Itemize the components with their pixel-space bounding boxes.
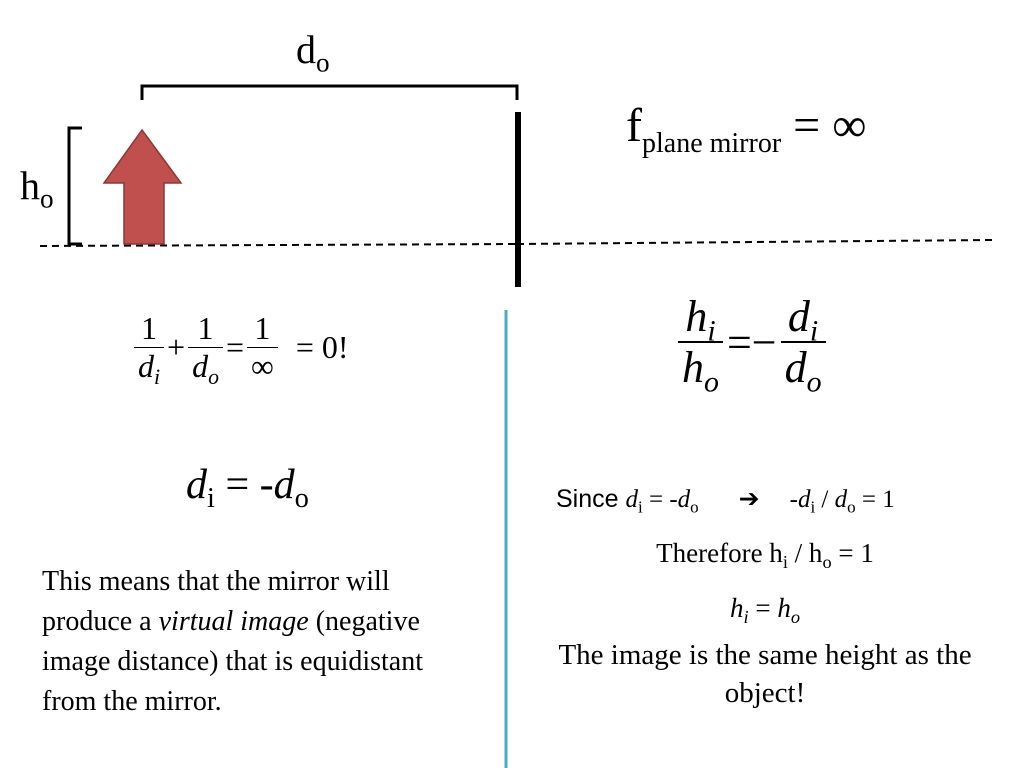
slash: / bbox=[815, 486, 835, 513]
sub-i: i bbox=[637, 497, 643, 517]
d-symbol: d bbox=[273, 462, 295, 508]
equals-minus: =− bbox=[726, 318, 777, 368]
equals-one: = 1 bbox=[855, 486, 895, 513]
fraction-denominator: ho bbox=[678, 341, 723, 397]
h-symbol: h bbox=[685, 292, 708, 341]
focal-equals-infinity: = ∞ bbox=[781, 99, 867, 152]
sub-o: o bbox=[790, 606, 801, 627]
h-symbol: h bbox=[777, 593, 791, 623]
fraction-denominator: do bbox=[780, 341, 826, 397]
fraction-numerator: 1 bbox=[197, 310, 214, 346]
ho-main: h bbox=[20, 163, 40, 208]
d-symbol: d bbox=[192, 347, 209, 384]
sub-i: i bbox=[743, 606, 749, 627]
mirror-equation: 1 di + 1 do = 1 ∞ = 0! bbox=[134, 310, 352, 387]
do-sub: o bbox=[316, 47, 330, 78]
sub-i: i bbox=[707, 314, 716, 348]
fraction-1-over-do: 1 do bbox=[188, 310, 223, 387]
virtual-image-term: virtual image bbox=[158, 606, 309, 637]
equals-zero: = 0! bbox=[295, 329, 349, 366]
fraction-denominator: di bbox=[134, 346, 165, 387]
plus-sign: + bbox=[167, 329, 186, 366]
fraction-numerator: di bbox=[784, 292, 822, 346]
d-symbol: d bbox=[677, 486, 691, 513]
since-line: Since di = -do➔-di / do = 1 bbox=[556, 484, 895, 517]
equals-sign: = bbox=[225, 329, 245, 366]
explanation-after: (negative image distance) that is equidi… bbox=[42, 606, 424, 717]
therefore-prefix: Therefore h bbox=[656, 538, 783, 568]
fraction-denominator: do bbox=[188, 346, 223, 387]
sub-o: o bbox=[822, 551, 832, 572]
sub-o: o bbox=[208, 364, 219, 389]
since-word: Since bbox=[556, 485, 626, 513]
d-symbol: d bbox=[787, 292, 810, 341]
object-height-bracket bbox=[67, 126, 82, 246]
fraction-hi-over-ho: hi ho bbox=[678, 292, 723, 397]
h-symbol: h bbox=[729, 593, 744, 623]
fraction-1-over-di: 1 di bbox=[134, 310, 165, 387]
implies-arrow-icon: ➔ bbox=[738, 485, 760, 513]
d-symbol: d bbox=[625, 486, 638, 513]
fraction-1-over-infinity: 1 ∞ bbox=[247, 310, 278, 384]
sub-o: o bbox=[847, 497, 856, 517]
slash-h: / h bbox=[787, 538, 823, 568]
sub-i: i bbox=[810, 497, 816, 517]
conclusion-text: The image is the same height as the obje… bbox=[558, 639, 972, 709]
fraction-di-over-do: di do bbox=[780, 292, 826, 397]
d-symbol: d bbox=[834, 486, 848, 513]
do-main: d bbox=[296, 27, 316, 72]
fraction-numerator: 1 bbox=[254, 310, 271, 346]
object-arrow bbox=[102, 128, 183, 245]
equals-minus: = - bbox=[214, 462, 274, 508]
minus-sign: - bbox=[789, 486, 798, 513]
sub-o: o bbox=[294, 483, 309, 515]
principal-axis-right bbox=[516, 239, 993, 245]
explanation-before: This means that the mirror will produce … bbox=[42, 566, 390, 637]
focal-f: f bbox=[626, 99, 642, 152]
object-distance-bracket bbox=[140, 84, 519, 100]
sub-i: i bbox=[154, 364, 161, 389]
ho-sub: o bbox=[40, 183, 54, 214]
focal-sub: plane mirror bbox=[641, 128, 782, 160]
fraction-numerator: hi bbox=[681, 292, 719, 346]
d-symbol: d bbox=[138, 347, 154, 384]
sub-i: i bbox=[207, 483, 215, 515]
object-distance-label: do bbox=[296, 27, 330, 77]
equals-one: = 1 bbox=[831, 538, 874, 568]
principal-axis-left bbox=[39, 243, 518, 247]
d-symbol: d bbox=[784, 343, 807, 393]
magnification-equation: hi ho =− di do bbox=[678, 292, 826, 397]
fraction-numerator: 1 bbox=[141, 310, 158, 346]
d-symbol: d bbox=[186, 462, 207, 508]
object-height-label: ho bbox=[20, 163, 54, 213]
h-symbol: h bbox=[682, 343, 704, 393]
fraction-denominator: ∞ bbox=[247, 346, 278, 384]
explanation-text: This means that the mirror will produce … bbox=[42, 562, 482, 722]
therefore-line: Therefore hi / ho = 1 bbox=[520, 538, 1010, 572]
sub-i: i bbox=[782, 551, 788, 572]
sub-o: o bbox=[690, 497, 699, 517]
d-symbol: d bbox=[797, 486, 811, 513]
focal-length-equation: fplane mirror = ∞ bbox=[626, 102, 866, 158]
equals-sign: = bbox=[748, 593, 778, 623]
equals-minus: = - bbox=[642, 486, 678, 513]
sub-o: o bbox=[704, 365, 719, 399]
image-distance-equation: di = -do bbox=[186, 462, 309, 513]
sub-i: i bbox=[809, 314, 819, 348]
sub-o: o bbox=[806, 365, 822, 399]
height-equality: hi = ho bbox=[520, 593, 1010, 627]
